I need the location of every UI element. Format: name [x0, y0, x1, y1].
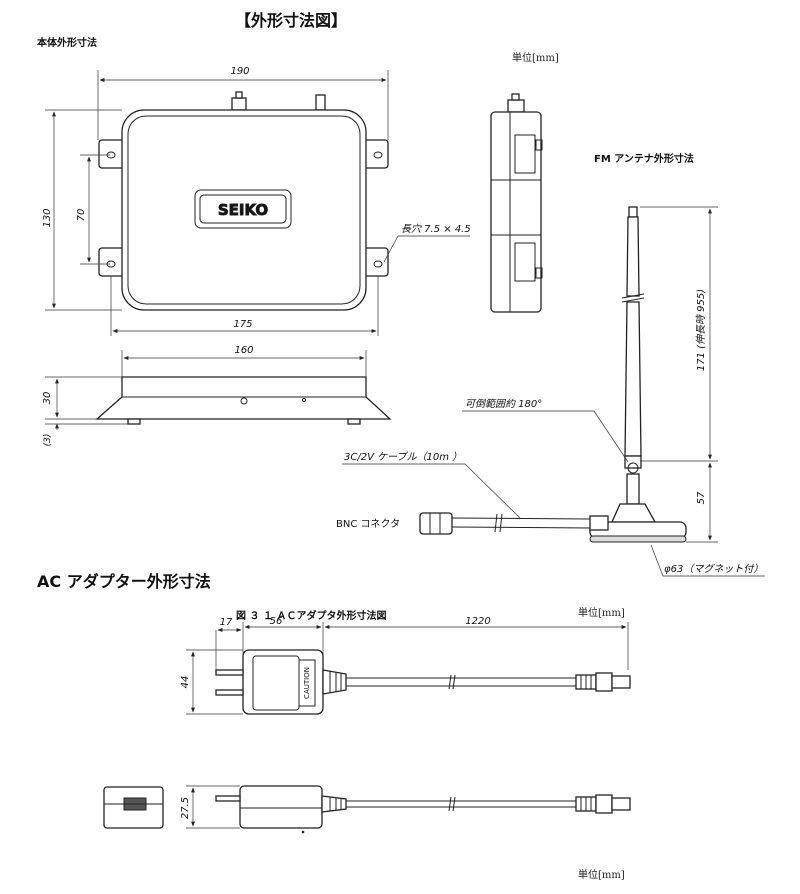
unit-label: 単位[mm] — [512, 51, 559, 64]
antenna-base-height: 57 — [696, 491, 707, 504]
main-unit-front-view: SEIKO — [98, 91, 389, 311]
dim-body-height: 44 — [180, 676, 191, 689]
slot-note: 長穴 7.5 × 4.5 — [401, 223, 471, 235]
fm-antenna — [419, 206, 687, 543]
ac-adapter-top-view: CAUTION — [215, 649, 631, 715]
seiko-logo: SEIKO — [218, 201, 268, 219]
dim-width-body: 175 — [233, 319, 252, 330]
dim-width-overall: 190 — [230, 66, 249, 77]
antenna-tilt-label: 可倒範囲約 180° — [465, 398, 542, 410]
dim-body-width: 56 — [270, 616, 283, 627]
antenna-base-diameter: φ63（マグネット付） — [664, 563, 763, 575]
bottom-unit-label: 単位[mm] — [578, 868, 625, 881]
antenna-length: 171 (伸長時 955) — [695, 289, 707, 371]
dim-cable-length: 1220 — [465, 616, 490, 627]
cable-label: 3C/2V ケーブル（10m ） — [344, 451, 462, 463]
ac-adapter-side-view — [215, 785, 631, 834]
page-title: 【外形寸法図】 — [235, 11, 347, 30]
antenna-section-label: FM アンテナ外形寸法 — [594, 152, 694, 165]
dim-height: 130 — [42, 208, 53, 227]
ac-adapter-section-label: AC アダプター外形寸法 — [37, 572, 211, 591]
dim-side-length: 160 — [234, 345, 253, 356]
dim-side-height: 30 — [42, 392, 53, 405]
dim-thickness: 27.5 — [180, 797, 191, 819]
main-unit-bottom-view — [95, 376, 392, 425]
bnc-connector-label: BNC コネクタ — [336, 518, 400, 530]
main-unit-side-view — [490, 93, 543, 313]
ac-adapter-end-view — [103, 786, 164, 829]
dim-prong-offset: 17 — [220, 617, 233, 628]
main-unit-section-label: 本体外形寸法 — [37, 36, 97, 49]
dim-foot-height: (3) — [43, 434, 53, 447]
ac-unit-label: 単位[mm] — [578, 606, 625, 619]
dim-hole-pitch: 70 — [76, 209, 87, 222]
ac-figure-caption: 図 ３ １ ＡＣアダプタ外形寸法図 — [236, 609, 386, 622]
caution-label: CAUTION — [303, 667, 311, 699]
